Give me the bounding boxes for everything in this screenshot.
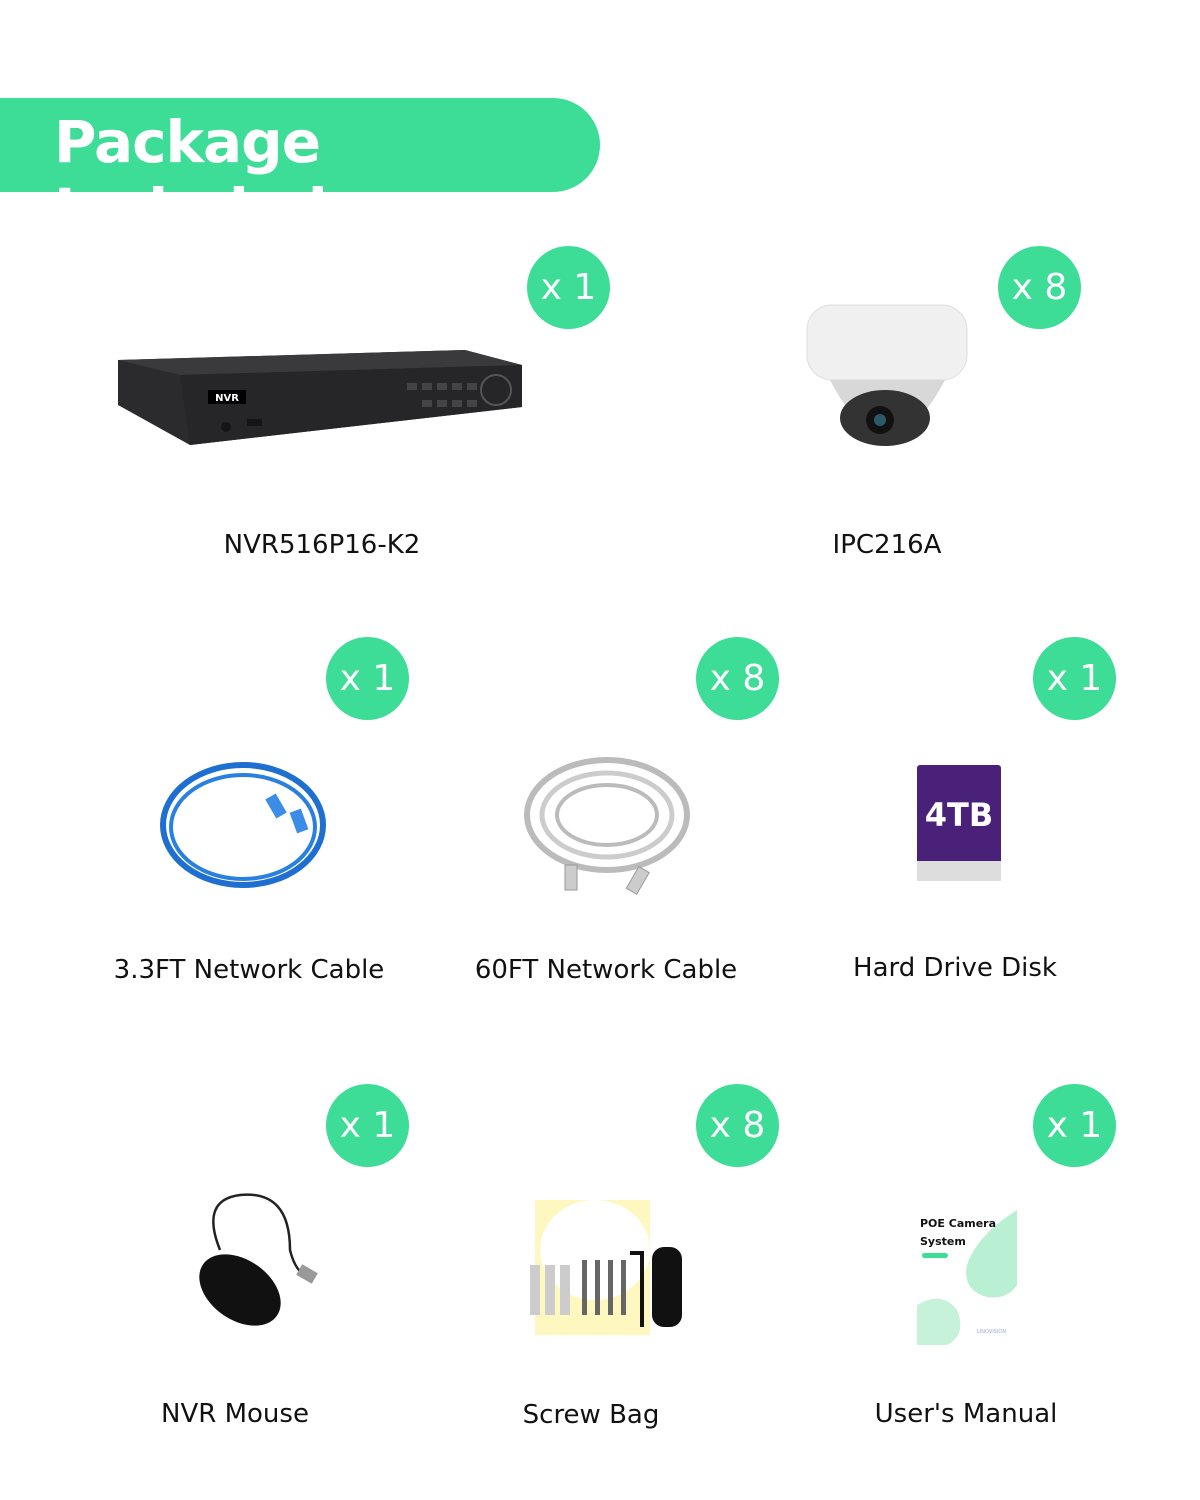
quantity-badge: x 8 <box>696 637 779 720</box>
quantity-badge: x 8 <box>696 1084 779 1167</box>
header-banner: Package Included <box>0 98 600 244</box>
manual-cover-brand: LINOVISION <box>977 1329 1007 1335</box>
quantity-badge: x 1 <box>1033 637 1116 720</box>
hdd-capacity: 4TB <box>925 796 993 834</box>
item-label: NVR Mouse <box>161 1399 309 1429</box>
dome-camera-image <box>806 304 968 446</box>
blue-network-cable-image <box>160 762 326 888</box>
nvr-logo-text: NVR <box>215 393 239 404</box>
user-manual-image: POE Camera System LINOVISION <box>912 1205 1027 1345</box>
item-label: NVR516P16-K2 <box>223 530 421 560</box>
mouse-image <box>199 1193 318 1326</box>
item-label: User's Manual <box>874 1399 1058 1429</box>
item-label: 60FT Network Cable <box>474 955 738 985</box>
quantity-badge: x 1 <box>1033 1084 1116 1167</box>
item-label: IPC216A <box>832 530 942 560</box>
hard-drive-image: 4TB <box>917 765 1001 881</box>
page-title: Package Included <box>54 108 328 244</box>
screw-bag-image <box>530 1200 682 1335</box>
quantity-badge: x 1 <box>527 246 610 329</box>
item-label: Hard Drive Disk <box>853 953 1057 983</box>
quantity-badge: x 1 <box>326 1084 409 1167</box>
quantity-badge: x 1 <box>326 637 409 720</box>
manual-cover-title: POE Camera System <box>920 1217 997 1248</box>
item-label: 3.3FT Network Cable <box>113 955 385 985</box>
grey-network-cable-image <box>524 757 690 895</box>
item-label: Screw Bag <box>522 1400 660 1430</box>
nvr-image: NVR <box>118 350 522 445</box>
quantity-badge: x 8 <box>998 246 1081 329</box>
